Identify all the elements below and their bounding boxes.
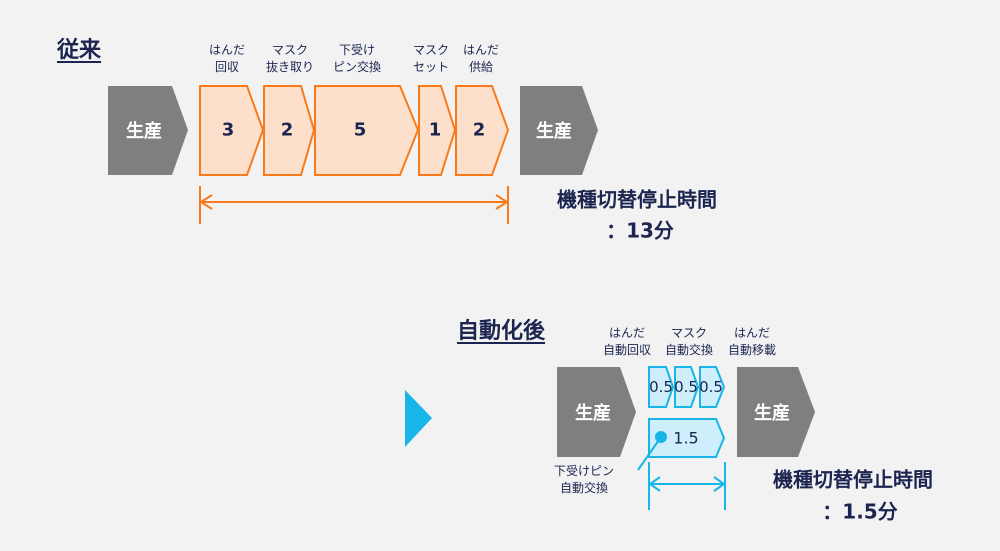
production-block (557, 367, 636, 457)
step-label-line: 自動回収 (602, 343, 652, 357)
step-label-line: ピン交換 (332, 60, 382, 74)
production-label: 生産 (754, 403, 790, 424)
production-label: 生産 (575, 403, 611, 424)
production-block (108, 86, 188, 175)
step-label-line: 供給 (468, 60, 494, 74)
step-label: マスク自動交換 (665, 325, 713, 359)
step-label-line: 自動移載 (727, 343, 777, 357)
parallel-step-label: 下受けピン自動交換 (554, 463, 614, 497)
step-label-line: 回収 (214, 60, 240, 74)
step-label-line: セット (412, 60, 450, 74)
step-label: はんだ自動回収 (603, 325, 651, 359)
step-block (314, 85, 420, 176)
step-block (263, 85, 316, 176)
step-label-line: マスク (670, 326, 708, 340)
step-block (648, 366, 675, 408)
step-value: 3 (221, 119, 235, 141)
step-value: 0.5 (699, 378, 723, 396)
step-value: 2 (280, 119, 294, 141)
step-block (455, 85, 510, 176)
step-label-line: はんだ (608, 326, 646, 340)
step-label-line: はんだ (208, 43, 246, 57)
step-block (418, 85, 457, 176)
parallel-step-value: 1.5 (673, 428, 699, 448)
step-label-line: 下受けピン (553, 464, 615, 478)
step-value: 1 (428, 119, 442, 141)
step-label-line: 抜き取り (265, 60, 315, 74)
transition-arrow-icon (405, 390, 432, 447)
step-label: マスク抜き取り (266, 42, 314, 76)
stop-time-value: ：1.5分 (822, 499, 898, 524)
production-block (737, 367, 815, 457)
step-label-line: 自動交換 (664, 343, 714, 357)
step-block (674, 366, 700, 408)
parallel-step-block (648, 418, 726, 458)
duration-arrow (199, 186, 509, 224)
step-value: 5 (353, 119, 367, 141)
step-value: 2 (472, 119, 486, 141)
production-label: 生産 (536, 121, 572, 142)
step-value: 0.5 (649, 378, 673, 396)
step-block (199, 85, 265, 176)
step-label: 下受けピン交換 (333, 42, 381, 76)
step-label-line: 下受け (338, 43, 376, 57)
after-title: 自動化後 (456, 319, 546, 344)
step-label-line: 自動交換 (559, 481, 609, 495)
step-label: はんだ自動移載 (728, 325, 776, 359)
step-label: はんだ供給 (463, 42, 499, 76)
stop-time-label: 機種切替停止時間 (773, 467, 933, 492)
step-label-line: はんだ (733, 326, 771, 340)
step-block (699, 366, 726, 408)
production-block (520, 86, 598, 175)
stop-time-label: 機種切替停止時間 (557, 187, 717, 212)
callout-line (637, 436, 662, 471)
duration-arrow (648, 462, 726, 510)
step-label: マスクセット (413, 42, 449, 76)
stop-time-value: ：13分 (606, 218, 674, 243)
step-value: 0.5 (674, 378, 698, 396)
step-label-line: マスク (412, 43, 450, 57)
step-label: はんだ回収 (209, 42, 245, 76)
step-label-line: はんだ (462, 43, 500, 57)
before-title: 従来 (56, 38, 102, 63)
step-label-line: マスク (271, 43, 309, 57)
production-label: 生産 (126, 121, 162, 142)
